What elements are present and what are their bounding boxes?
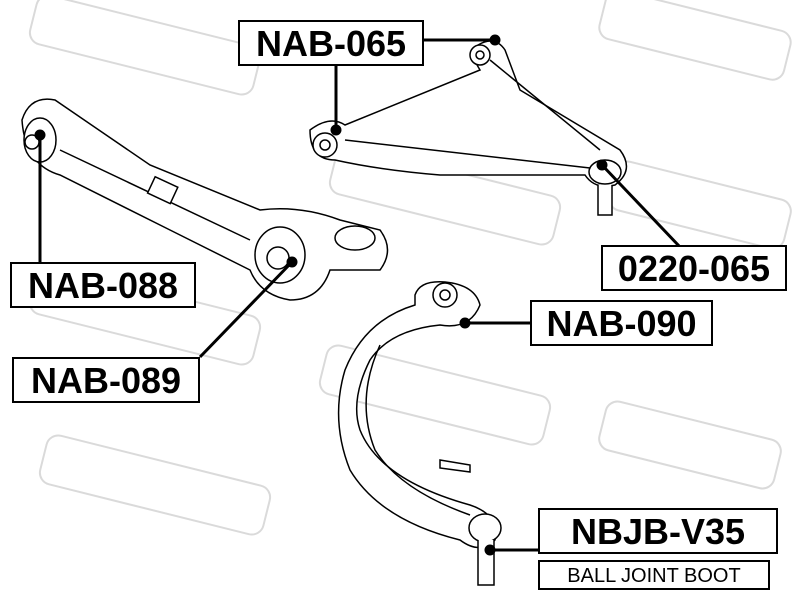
upper-arm-nab090: [337, 281, 502, 586]
label-nab-065: NAB-065: [238, 20, 424, 66]
watermark-logo: [38, 434, 272, 536]
label-0220-065: 0220-065: [601, 245, 787, 291]
label-nab-089: NAB-089: [12, 357, 200, 403]
label-ball-joint-boot: BALL JOINT BOOT: [538, 560, 770, 590]
label-nbjb-v35: NBJB-V35: [538, 508, 778, 554]
watermark-logo: [598, 400, 782, 490]
watermark-logo: [318, 344, 552, 446]
watermark-logo: [28, 0, 262, 96]
leader-lines: [34, 34, 682, 556]
label-nab-090: NAB-090: [530, 300, 713, 346]
watermark-logo: [598, 0, 792, 81]
watermark-logo: [608, 160, 792, 250]
lower-arm-nab088: [21, 98, 389, 301]
label-nab-088: NAB-088: [10, 262, 196, 308]
upper-arm-nab065: [309, 40, 628, 216]
